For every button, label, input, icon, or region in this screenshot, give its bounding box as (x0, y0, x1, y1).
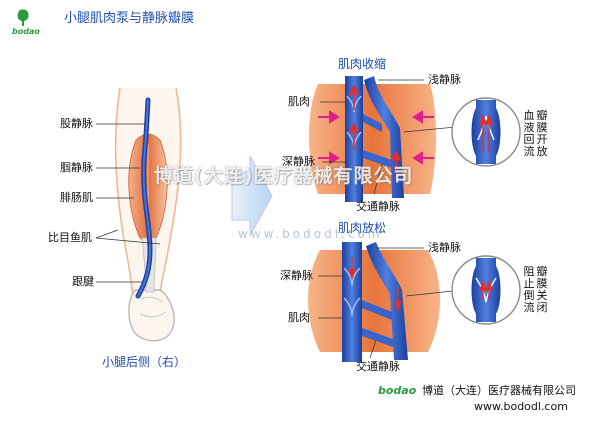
label-femoral-vein: 股静脉 (60, 117, 93, 130)
label-popliteal-vein: 腘静脉 (60, 161, 93, 174)
heel-foot (128, 289, 175, 342)
contract-valve-open: 瓣膜开放 (536, 109, 548, 158)
relax-label-communicating-vein: 交通静脉 (356, 360, 400, 373)
logo-text: bodao (12, 27, 40, 36)
contract-diagram (309, 76, 521, 202)
transition-arrow (231, 155, 273, 237)
contract-communicating-vein (363, 150, 392, 168)
contract-label-superficial-vein: 浅静脉 (428, 73, 461, 86)
contract-label-muscle: 肌肉 (288, 95, 310, 108)
contract-superficial-vein (364, 76, 404, 198)
relax-muscle-block (308, 250, 440, 352)
contract-label-communicating-vein: 交通静脉 (356, 200, 400, 213)
footer-logo-text: bodao (378, 384, 417, 397)
relax-prevent-backflow: 阻止倒流 (523, 265, 535, 314)
relax-title: 肌肉放松 (338, 221, 387, 235)
watermark-url: www.bododl.com (238, 227, 383, 241)
relax-label-superficial-vein: 浅静脉 (428, 241, 461, 254)
relax-valve-closed: 瓣膜关闭 (536, 265, 548, 314)
page-title: 小腿肌肉泵与静脉瓣膜 (64, 11, 195, 26)
relax-label-muscle: 肌肉 (288, 311, 310, 324)
contract-title: 肌肉收缩 (338, 57, 387, 71)
label-tendon: 跟腱 (72, 275, 94, 288)
watermark-company: 博道(大连)医疗器械有限公司 (154, 165, 414, 187)
contract-blood-return: 血液回流 (523, 109, 535, 158)
relax-superficial-vein (366, 242, 408, 360)
relax-diagram (308, 242, 521, 362)
label-gastrocnemius: 腓肠肌 (60, 191, 93, 204)
contract-muscle-block (309, 84, 436, 194)
relax-label-deep-vein: 深静脉 (280, 269, 313, 282)
label-soleus: 比目鱼肌 (48, 231, 92, 244)
footer-url: www.bododl.com (474, 400, 568, 413)
footer-company: 博道（大连）医疗器械有限公司 (422, 384, 576, 397)
contract-label-deep-vein: 深静脉 (282, 155, 315, 168)
relax-communicating-vein (362, 300, 392, 320)
logo-mark-icon (17, 9, 29, 26)
left-caption: 小腿后侧（右） (102, 355, 187, 369)
leg-illustration (95, 87, 182, 342)
